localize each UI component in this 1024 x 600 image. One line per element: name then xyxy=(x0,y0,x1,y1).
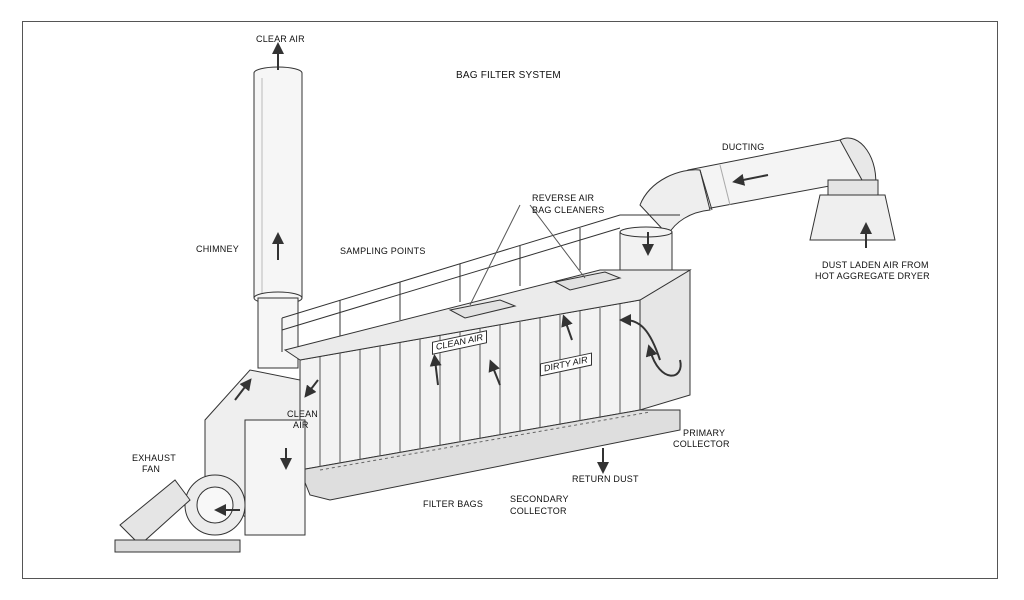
exhaust-fan xyxy=(114,369,306,553)
chimney xyxy=(253,66,303,369)
label-fan: FAN xyxy=(142,464,161,474)
label-reverse-air: REVERSE AIR xyxy=(532,193,595,203)
label-sampling-points: SAMPLING POINTS xyxy=(340,246,426,256)
label-clear-air: CLEAR AIR xyxy=(256,34,305,44)
baghouse-body xyxy=(283,269,692,501)
label-clean-air-side: CLEAN xyxy=(287,409,319,419)
ducting xyxy=(619,137,896,273)
diagram-title: BAG FILTER SYSTEM xyxy=(456,70,561,81)
label-ducting: DUCTING xyxy=(722,142,765,152)
flow-arrows xyxy=(214,42,872,516)
label-secondary: SECONDARY xyxy=(510,494,569,504)
label-collector-secondary: COLLECTOR xyxy=(510,506,567,516)
label-hot-aggregate-dryer: HOT AGGREGATE DRYER xyxy=(815,271,930,281)
label-collector-primary: COLLECTOR xyxy=(673,439,730,449)
label-dust-laden-air: DUST LADEN AIR FROM xyxy=(822,260,929,270)
label-filter-bags: FILTER BAGS xyxy=(423,499,484,509)
top-railing xyxy=(281,214,680,352)
label-primary: PRIMARY xyxy=(683,428,726,438)
label-clean-air-side-2: AIR xyxy=(293,420,309,430)
label-bag-cleaners: BAG CLEANERS xyxy=(532,205,605,215)
reverse-air-cleaners xyxy=(448,204,622,319)
diagram-frame xyxy=(22,21,998,579)
label-return-dust: RETURN DUST xyxy=(572,474,639,484)
label-chimney: CHIMNEY xyxy=(196,244,239,254)
label-exhaust: EXHAUST xyxy=(132,453,176,463)
